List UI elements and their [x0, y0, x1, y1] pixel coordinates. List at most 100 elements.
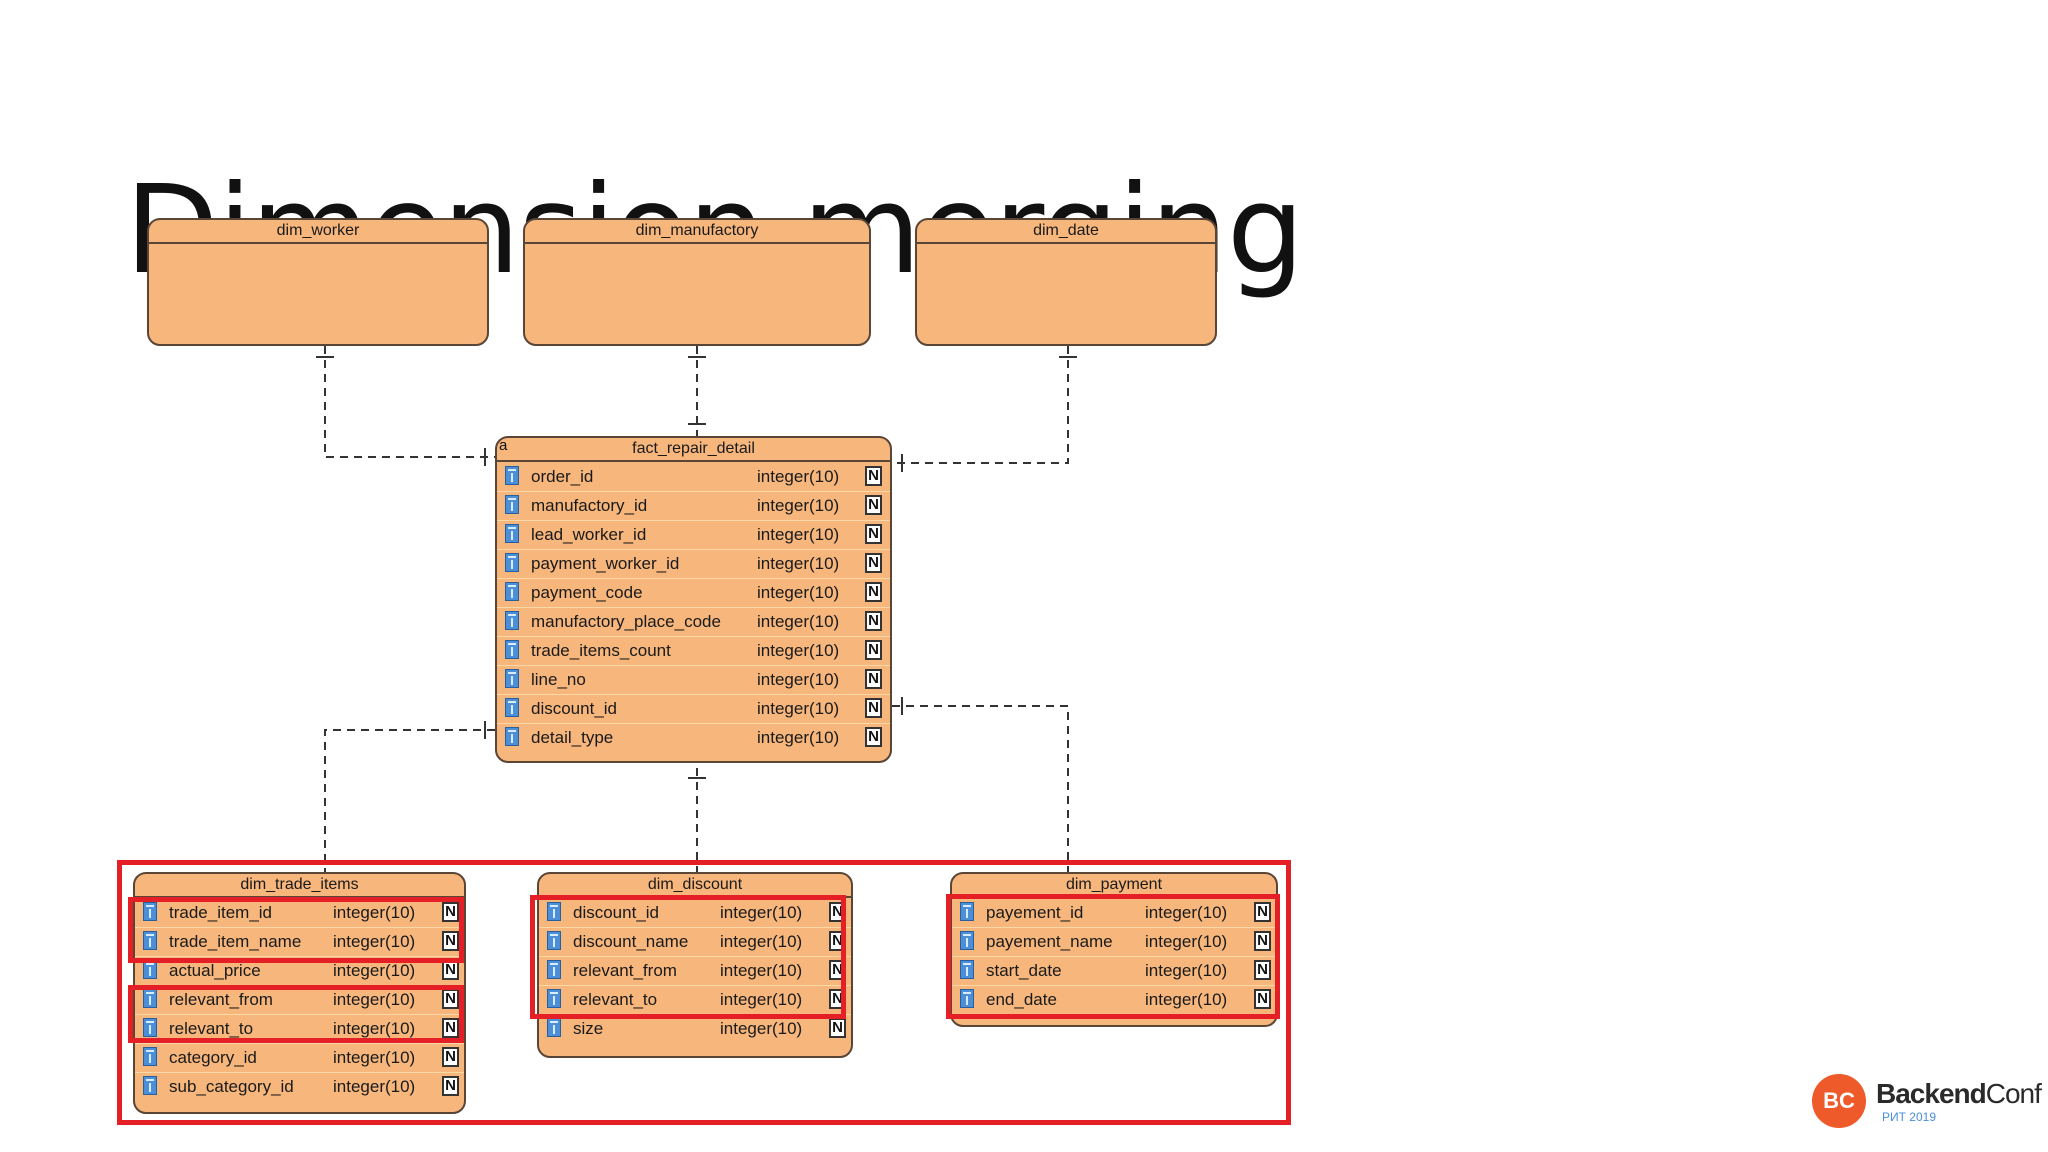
entity-badge: a — [499, 437, 508, 454]
column-name: payement_id — [986, 903, 1084, 922]
column-type: integer(10) — [720, 961, 803, 980]
rel-payment-fact — [892, 705, 1069, 875]
nullable-icon: N — [442, 1076, 459, 1096]
column-type: integer(10) — [1145, 990, 1228, 1009]
entity-dim-manufactory[interactable]: dim_manufactory — [523, 218, 871, 346]
column-type: integer(10) — [757, 467, 840, 486]
column-name: relevant_to — [573, 990, 658, 1009]
column-name: category_id — [169, 1048, 257, 1067]
column-type: integer(10) — [1145, 903, 1228, 922]
column-type: integer(10) — [757, 496, 840, 515]
column-type: integer(10) — [1145, 961, 1228, 980]
nullable-icon: N — [865, 466, 882, 486]
column-type: integer(10) — [333, 932, 416, 951]
column-icon — [143, 960, 157, 979]
column-icon — [505, 698, 519, 717]
highlight-payment-columns — [946, 894, 1280, 1019]
brand-name-light: Conf — [1985, 1078, 2042, 1109]
column-name: trade_item_id — [169, 903, 273, 922]
nullable-icon: N — [442, 1047, 459, 1067]
column-icon — [547, 960, 561, 979]
column-icon — [960, 960, 974, 979]
highlight-discount-columns — [530, 895, 846, 1019]
column-icon — [505, 495, 519, 514]
nullable-icon: N — [865, 553, 882, 573]
entity-header: dim_manufactory — [525, 220, 869, 244]
column-name: size — [573, 1019, 604, 1038]
nullable-icon: N — [865, 727, 882, 747]
column-row[interactable]: payement_id integer(10) N — [952, 898, 1276, 928]
column-type: integer(10) — [333, 903, 416, 922]
column-type: integer(10) — [757, 641, 840, 660]
column-row[interactable]: end_date integer(10) N — [952, 985, 1276, 1014]
column-name: start_date — [986, 961, 1062, 980]
nullable-icon: N — [865, 524, 882, 544]
column-icon — [143, 1047, 157, 1066]
column-name: manufactory_place_code — [531, 612, 721, 631]
column-icon — [143, 931, 157, 950]
column-icon — [143, 1076, 157, 1095]
nullable-icon: N — [865, 640, 882, 660]
nullable-icon: N — [865, 698, 882, 718]
entity-header: fact_repair_detail — [497, 438, 890, 462]
entity-dim-date[interactable]: dim_date — [915, 218, 1217, 346]
column-icon — [143, 902, 157, 921]
column-type: integer(10) — [757, 699, 840, 718]
column-name: line_no — [531, 670, 586, 689]
nullable-icon: N — [442, 960, 459, 980]
column-icon — [547, 931, 561, 950]
column-icon — [505, 611, 519, 630]
column-type: integer(10) — [1145, 932, 1228, 951]
column-type: integer(10) — [333, 1019, 416, 1038]
column-name: relevant_from — [169, 990, 273, 1009]
column-name: payment_worker_id — [531, 554, 680, 573]
column-name: discount_name — [573, 932, 689, 951]
column-name: relevant_to — [169, 1019, 254, 1038]
column-icon — [547, 1018, 561, 1037]
nullable-icon: N — [1254, 902, 1271, 922]
brand-subtitle: РИТ 2019 — [1882, 1110, 1936, 1124]
entity-header: dim_date — [917, 220, 1215, 244]
column-icon — [960, 989, 974, 1008]
column-row[interactable]: trade_items_count integer(10) N — [497, 636, 890, 666]
column-name: trade_item_name — [169, 932, 302, 951]
column-name: trade_items_count — [531, 641, 671, 660]
column-type: integer(10) — [333, 1077, 416, 1096]
highlight-merged-dimensions — [117, 860, 1291, 1125]
nullable-icon: N — [865, 582, 882, 602]
nullable-icon: N — [1254, 989, 1271, 1009]
column-type: integer(10) — [720, 1019, 803, 1038]
entity-dim-worker[interactable]: dim_worker — [147, 218, 489, 346]
rel-worker-fact — [324, 346, 495, 458]
column-type: integer(10) — [757, 525, 840, 544]
column-name: manufactory_id — [531, 496, 648, 515]
column-name: end_date — [986, 990, 1057, 1009]
rel-date-fact — [892, 346, 1069, 464]
column-type: integer(10) — [757, 583, 840, 602]
